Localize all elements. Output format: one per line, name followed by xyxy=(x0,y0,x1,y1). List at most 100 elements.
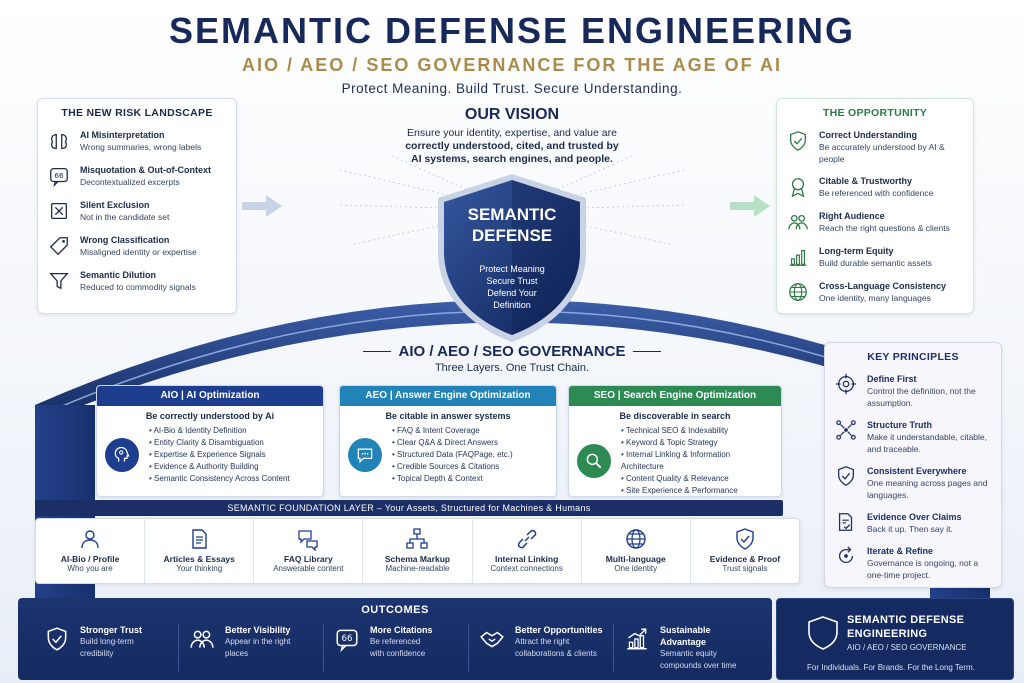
principle-desc: Make it understandable, citable, and tra… xyxy=(867,432,988,454)
outcome-title: Better Opportunities xyxy=(515,625,603,635)
layer-bullet: AI-Bio & Identity Definition xyxy=(149,425,290,437)
layer-bullet: Content Quality & Relevance xyxy=(621,473,773,485)
tag-icon xyxy=(49,237,68,256)
principle-title: Iterate & Refine xyxy=(867,546,934,556)
brand-line-4: For Individuals. For Brands. For the Lon… xyxy=(807,663,975,672)
opportunity-list: Correct Understanding Be accurately under… xyxy=(787,129,963,305)
principle-icon xyxy=(835,419,861,441)
opportunity-item-desc: Build durable semantic assets xyxy=(819,258,932,268)
layer-bullet: Site Experience & Performance xyxy=(621,485,773,497)
principle-icon xyxy=(835,511,861,533)
arrow-right-icon xyxy=(242,195,282,217)
asset-title: FAQ Library xyxy=(284,554,333,564)
principle-icon xyxy=(835,545,861,567)
risk-panel: THE NEW RISK LANDSCAPE AI Misinterpretat… xyxy=(37,98,237,314)
outcome-desc-2: with confidence xyxy=(370,649,426,658)
layer-bullet: Evidence & Authority Building xyxy=(149,461,290,473)
foundation-bar: SEMANTIC FOUNDATION LAYER – Your Assets,… xyxy=(35,500,783,516)
governance-sub: Three Layers. One Trust Chain. xyxy=(434,362,590,374)
shield-icon xyxy=(808,616,838,650)
risk-item-desc: Misaligned identity or expertise xyxy=(80,247,197,257)
layer-icon-circle xyxy=(105,438,139,472)
opportunity-item: Citable & Trustworthy Be referenced with … xyxy=(787,175,963,200)
risk-item-title: Wrong Classification xyxy=(80,235,170,245)
risk-item-desc: Decontextualized excerpts xyxy=(80,177,180,187)
globe-icon xyxy=(787,281,811,305)
opportunity-item-title: Correct Understanding xyxy=(819,130,918,140)
risk-item-title: Semantic Dilution xyxy=(80,270,157,280)
risk-title: THE NEW RISK LANDSCAPE xyxy=(61,107,213,119)
bar-chart-icon xyxy=(789,249,807,266)
layer-bullets: FAQ & Intent CoverageClear Q&A & Direct … xyxy=(392,425,513,485)
risk-item-title: Silent Exclusion xyxy=(80,200,150,210)
brand-box: SEMANTIC DEFENSE ENGINEERING AIO / AEO /… xyxy=(776,598,1014,680)
shield-sub-3: Defend Your xyxy=(487,288,537,298)
outcome-title: More Citations xyxy=(370,625,433,635)
layer-bullet: Credible Sources & Citations xyxy=(392,461,513,473)
shield-title-2: DEFENSE xyxy=(471,226,553,245)
shield-check-icon xyxy=(787,130,811,154)
vision-line-3: AI systems, search engines, and people. xyxy=(411,153,613,165)
shield-sub-2: Secure Trust xyxy=(486,276,538,286)
governance-block: AIO / AEO / SEO GOVERNANCE Three Layers.… xyxy=(312,343,712,374)
link-icon xyxy=(517,529,537,549)
layer-sub: Be citable in answer systems xyxy=(385,411,511,421)
handshake-icon xyxy=(480,631,504,648)
layer-bullet: Topical Depth & Context xyxy=(392,473,513,485)
shield-icon xyxy=(438,174,586,342)
opportunity-item-title: Citable & Trustworthy xyxy=(819,176,913,186)
vision-line-2: correctly understood, cited, and trusted… xyxy=(405,140,619,152)
bar-chart-icon xyxy=(787,246,811,270)
people-icon xyxy=(190,630,214,648)
vision-block: OUR VISION Ensure your identity, experti… xyxy=(352,106,672,166)
x-box-icon xyxy=(48,200,72,224)
risk-item-desc: Not in the candidate set xyxy=(80,212,170,222)
principle-title: Define First xyxy=(867,374,917,384)
outcome-desc-2: credibility xyxy=(80,649,114,658)
layer-bullets: AI-Bio & Identity DefinitionEntity Clari… xyxy=(149,425,290,485)
risk-item-title: AI Misinterpretation xyxy=(80,130,165,140)
principle-icon xyxy=(835,465,861,487)
chat-icon xyxy=(357,448,373,464)
opportunity-item-desc: Be accurately understood by AI & people xyxy=(819,142,945,164)
arrow-right-green-icon xyxy=(730,195,770,217)
asset-desc: One identity xyxy=(614,564,658,573)
opportunity-item-desc: Be referenced with confidence xyxy=(819,188,934,198)
vision-title: OUR VISION xyxy=(464,106,560,123)
magnifier-icon xyxy=(586,453,602,469)
brand-line-3: AIO / AEO / SEO GOVERNANCE xyxy=(847,643,967,652)
asset-title: Articles & Essays xyxy=(163,554,235,564)
outcome-desc-1: Attract the right xyxy=(515,637,570,646)
page-tagline: Protect Meaning. Build Trust. Secure Und… xyxy=(341,81,683,96)
outcome-desc-2: compounds over time xyxy=(660,661,737,670)
faq-bubble-icon xyxy=(298,530,318,551)
asset-desc: Your thinking xyxy=(176,564,223,573)
principle-desc: Control the definition, not the assumpti… xyxy=(867,386,976,408)
asset-title: Multi-language xyxy=(605,554,666,564)
quote-icon: 66 xyxy=(336,629,358,652)
shield-check-icon xyxy=(838,466,854,486)
shield-check-icon xyxy=(47,627,67,651)
brand-line-1: SEMANTIC DEFENSE xyxy=(847,614,965,626)
brand-line-2: ENGINEERING xyxy=(847,628,928,640)
layer-sub: Be discoverable in search xyxy=(619,411,731,421)
badge-icon xyxy=(787,176,811,200)
opportunity-item-title: Right Audience xyxy=(819,211,885,221)
opportunity-item-desc: One identity, many languages xyxy=(819,293,931,303)
